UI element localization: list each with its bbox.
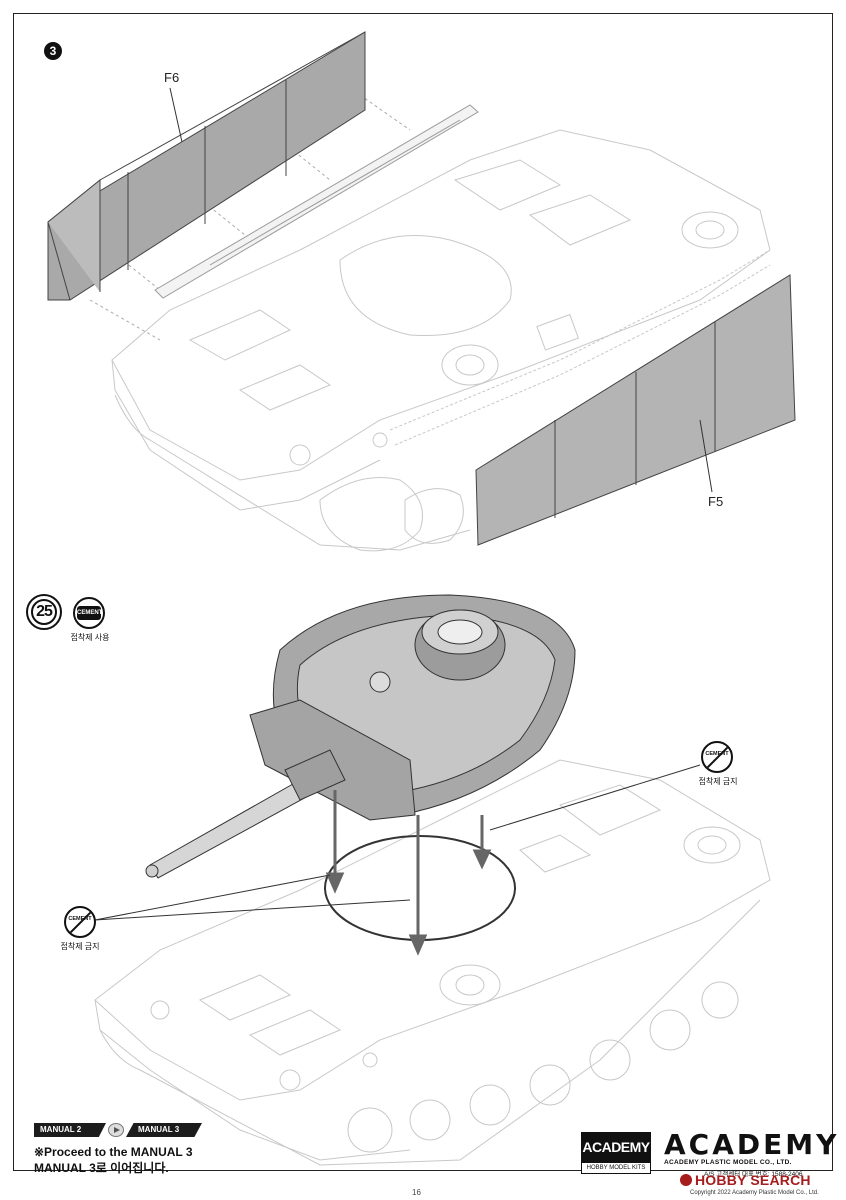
hull-top-illustration [111, 129, 771, 552]
cement-badge: CEMENT [77, 606, 102, 620]
proceed-note-en: ※Proceed to the MANUAL 3 [34, 1145, 193, 1159]
proceed-note: ※Proceed to the MANUAL 3 MANUAL 3로 이어집니다… [34, 1144, 193, 1176]
logo-box-title: ACADEMY [582, 1139, 650, 1155]
watermark-text: HOBBY SEARCH [695, 1172, 811, 1188]
step-number-3: 3 [44, 42, 62, 60]
step-number-25: 25 [26, 594, 62, 630]
manual-from-label: MANUAL 2 [34, 1123, 106, 1137]
part-f6-skirt [47, 31, 366, 301]
no-cement-caption: 접착제 금지 [698, 777, 738, 786]
academy-logo-box: ACADEMY HOBBY MODEL KITS [581, 1132, 651, 1174]
logo-box-subtitle: HOBBY MODEL KITS [581, 1162, 651, 1174]
slash-mark [66, 908, 94, 936]
page-number: 16 [412, 1188, 421, 1197]
page-frame [13, 13, 833, 1171]
hobby-search-logo-icon [680, 1174, 692, 1186]
cement-icon: CEMENT [73, 597, 105, 629]
no-cement-badge: CEMENT [68, 916, 92, 922]
no-cement-badge: CEMENT [705, 751, 729, 757]
manual-to-label: MANUAL 3 [126, 1123, 202, 1137]
no-cement-icon: CEMENT [64, 906, 96, 938]
no-cement-icon: CEMENT [701, 741, 733, 773]
as-center-number: A/S 고객센터 대표 번호: 1588-2406 [704, 1171, 803, 1178]
academy-wordmark: ACADEMY [664, 1128, 840, 1161]
company-name: ACADEMY PLASTIC MODEL CO., LTD. [664, 1159, 792, 1166]
part-f5-skirt [475, 274, 796, 546]
arrow-right-icon [108, 1123, 124, 1137]
part-label-f6: F6 [164, 70, 180, 85]
slash-mark [703, 743, 731, 771]
turret-illustration [145, 594, 576, 879]
no-cement-caption: 접착제 금지 [60, 942, 100, 951]
watermark: HOBBY SEARCH [680, 1172, 811, 1188]
proceed-note-ko: MANUAL 3로 이어집니다. [34, 1161, 169, 1175]
manual-navigation-bar: MANUAL 2 MANUAL 3 [34, 1123, 202, 1137]
copyright: Copyright 2022 Academy Plastic Model Co.… [690, 1190, 819, 1196]
part-label-f5: F5 [708, 494, 724, 509]
step-number-25-label: 25 [31, 599, 57, 625]
cement-caption: 접착제 사용 [70, 633, 110, 642]
hull-bottom-illustration [94, 759, 771, 1166]
